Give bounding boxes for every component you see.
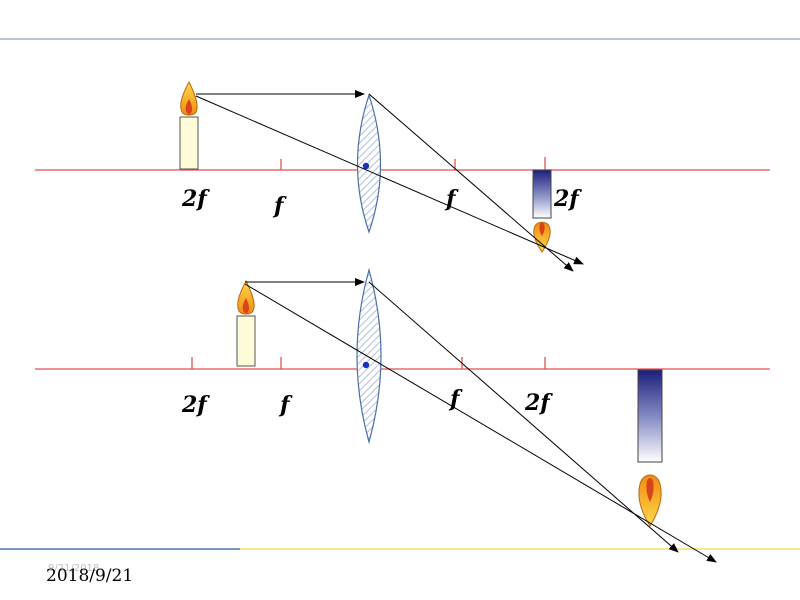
diagram-1: 2f f f 2f — [35, 80, 770, 272]
optical-center-dot — [362, 361, 370, 369]
footer-date-small: 9/21/2018 — [48, 563, 100, 574]
ray-refracted-2 — [368, 281, 679, 553]
label-f-left-1: f — [272, 193, 287, 219]
inverted-candle-icon — [637, 369, 663, 527]
label-f-right-2: f — [448, 386, 463, 412]
label-2f-right-1: 2f — [553, 186, 582, 212]
label-f-left-2: f — [278, 392, 293, 418]
optical-center-dot — [362, 162, 370, 170]
convex-lens-icon — [356, 267, 382, 445]
label-2f-right-2: 2f — [524, 390, 553, 416]
convex-lens-icon — [356, 93, 382, 234]
label-f-right-1: f — [444, 186, 459, 212]
diagram-2: 2f f f 2f — [35, 267, 770, 563]
ray-center-1 — [195, 95, 584, 265]
candle-icon — [179, 80, 199, 170]
label-2f-left-2: 2f — [181, 392, 210, 418]
ray-center-2 — [244, 283, 717, 563]
label-2f-left-1: 2f — [181, 186, 210, 212]
candle-icon — [236, 279, 256, 367]
ray-refracted-1 — [368, 93, 574, 272]
footer-date: 2018/9/21 — [46, 566, 134, 586]
inverted-candle-icon — [532, 169, 552, 253]
